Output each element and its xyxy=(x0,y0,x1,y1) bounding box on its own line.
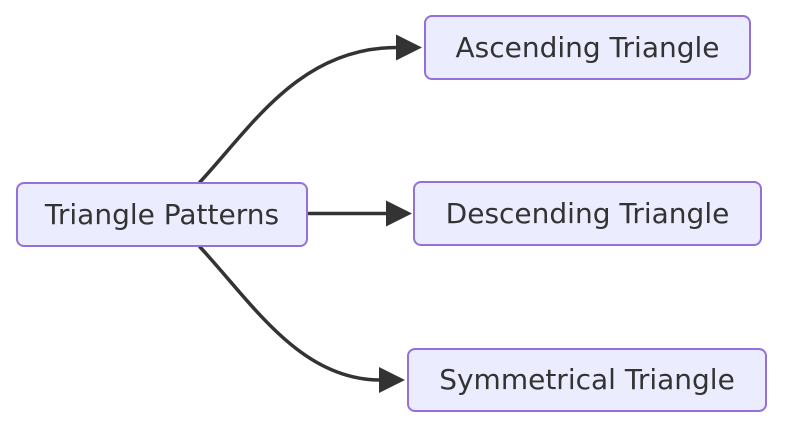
arrowhead-descending-icon xyxy=(386,200,412,227)
arrowhead-ascending-icon xyxy=(396,34,422,61)
arrowhead-symmetrical-icon xyxy=(379,367,405,393)
node-label: Triangle Patterns xyxy=(44,197,280,231)
node-descending-triangle: Descending Triangle xyxy=(413,181,762,246)
node-ascending-triangle: Ascending Triangle xyxy=(424,15,751,80)
edge-root-to-ascending xyxy=(198,45,399,184)
node-label: Ascending Triangle xyxy=(455,30,720,64)
node-triangle-patterns: Triangle Patterns xyxy=(16,182,308,247)
edge-root-to-symmetrical xyxy=(198,245,382,382)
node-label: Descending Triangle xyxy=(445,196,730,230)
node-label: Symmetrical Triangle xyxy=(439,363,735,396)
node-symmetrical-triangle: Symmetrical Triangle xyxy=(407,348,767,412)
